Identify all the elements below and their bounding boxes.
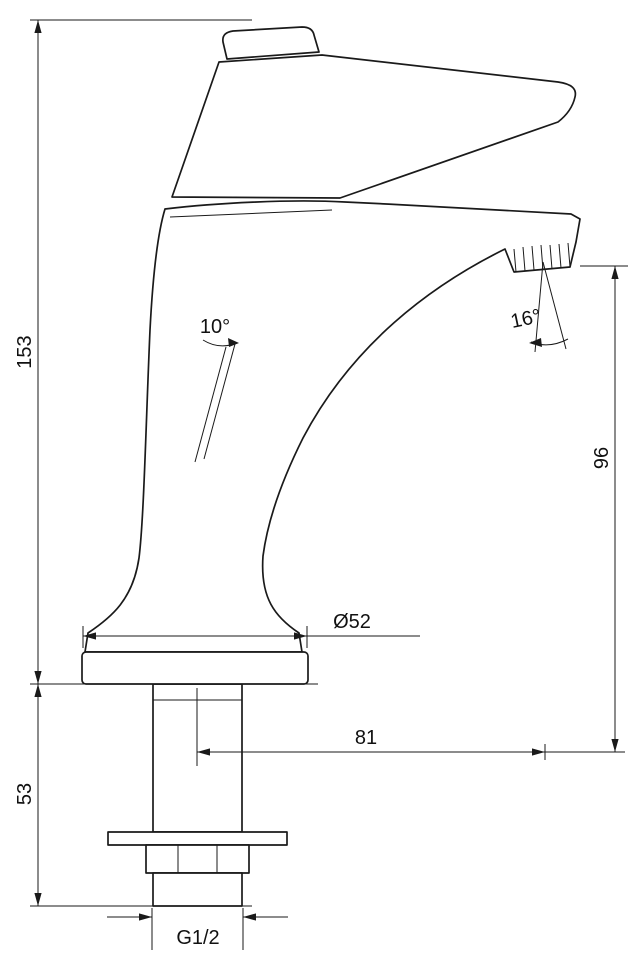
detail-lines [153, 209, 571, 873]
angle-line-spout-a [534, 261, 544, 353]
arrow-d52-left [83, 632, 96, 640]
aerator-serration [567, 242, 571, 268]
arrow-96-top [611, 266, 619, 279]
angle-line-spout-b [542, 261, 567, 350]
aerator-serration [522, 246, 526, 272]
arrow-g12-right [243, 913, 256, 921]
label-spout-outlet-height: 96 [591, 447, 613, 469]
arrow-angle-handle [228, 338, 239, 347]
handle-lever [171, 54, 577, 199]
label-base-diameter: Ø52 [333, 611, 371, 633]
backnut [145, 844, 250, 874]
label-handle-angle: 10° [200, 316, 230, 338]
faucet-outline [81, 26, 581, 907]
arrow-81-left [197, 748, 210, 756]
angle-line-handle-a [194, 346, 227, 463]
dimension-lines [30, 19, 628, 950]
base-plate [81, 651, 309, 685]
label-spout-angle: 16° [509, 305, 543, 333]
arrow-53-bottom [34, 893, 42, 906]
label-overall-height: 153 [14, 335, 36, 368]
arrow-153-top [34, 20, 42, 33]
label-thread-size: G1/2 [176, 927, 219, 949]
aerator-serration [513, 248, 517, 273]
arrow-81-right [532, 748, 545, 756]
handle-cap [222, 26, 320, 60]
aerator-serration [549, 244, 553, 270]
aerator-serration [558, 243, 562, 269]
arrow-g12-left [139, 913, 152, 921]
dimension-arrowheads [34, 20, 619, 921]
arrow-96-bottom [611, 739, 619, 752]
arrow-153-bottom [34, 671, 42, 684]
bonnet-seam-line [169, 209, 333, 218]
aerator-serration [531, 245, 535, 271]
dimension-labels: 153 53 10° 16° 96 Ø52 81 G1/2 [14, 305, 613, 949]
faucet-body [84, 200, 581, 653]
arrow-53-top [34, 684, 42, 697]
label-shank-length: 53 [14, 783, 36, 805]
angle-line-handle-b [203, 343, 236, 460]
arrow-angle-spout [529, 338, 542, 347]
arrow-d52-right [294, 632, 307, 640]
backnut-washer [107, 831, 288, 846]
label-spout-reach: 81 [355, 727, 377, 749]
thread-stub [152, 872, 243, 907]
